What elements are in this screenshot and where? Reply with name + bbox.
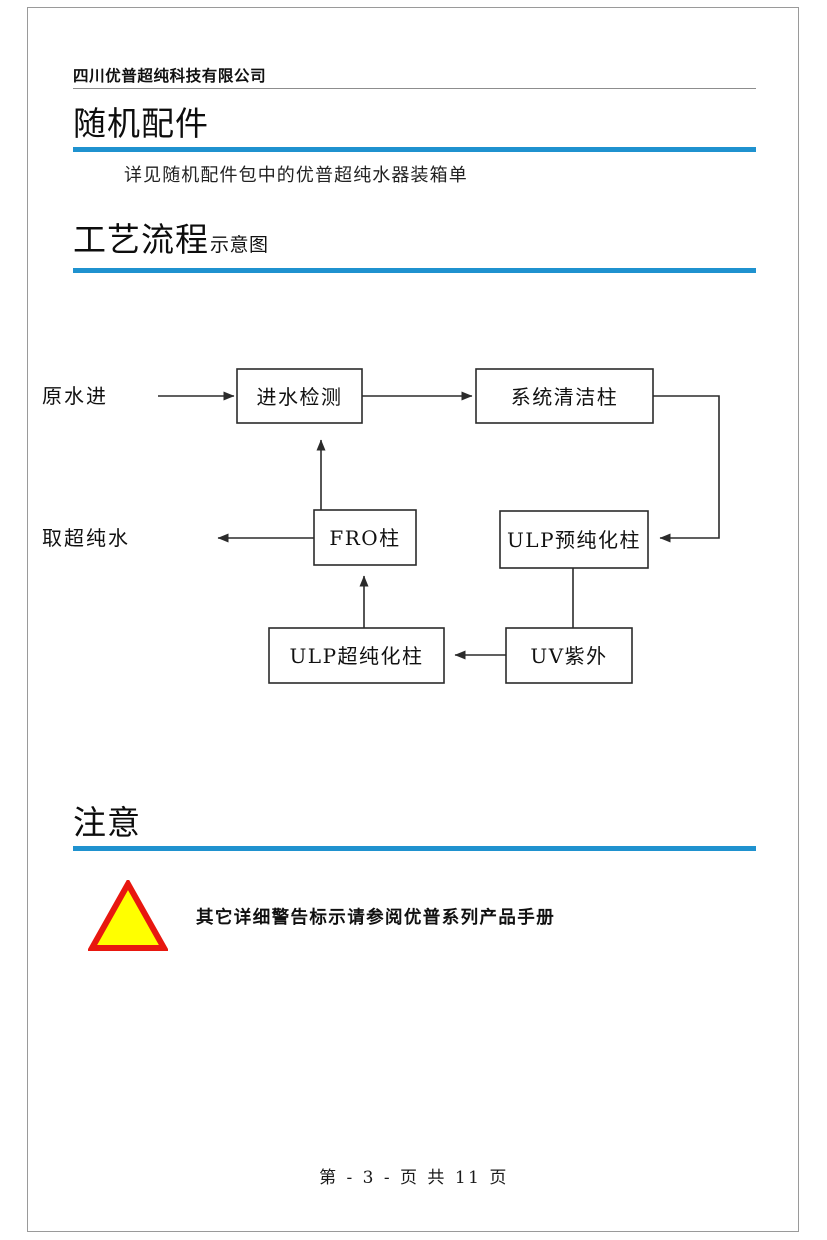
section-notice-rule bbox=[73, 846, 756, 851]
header-divider bbox=[73, 88, 756, 89]
flow-node-ulp-ultra: ULP超纯化柱 bbox=[268, 627, 445, 684]
section-process-rule bbox=[73, 268, 756, 273]
page-sheet: 四川优普超纯科技有限公司 随机配件 详见随机配件包中的优普超纯水器装箱单 工艺流… bbox=[27, 7, 799, 1232]
notice-text: 其它详细警告标示请参阅优普系列产品手册 bbox=[196, 907, 556, 928]
flow-node-ulp-ultra-label: ULP超纯化柱 bbox=[289, 644, 423, 668]
warning-triangle-icon bbox=[86, 877, 170, 952]
section-accessories-rule bbox=[73, 147, 756, 152]
flow-node-inlet-detect-label: 进水检测 bbox=[257, 385, 343, 409]
edge-clean-to-ulppre bbox=[653, 395, 720, 543]
company-name: 四川优普超纯科技有限公司 bbox=[73, 67, 267, 85]
section-notice: 注意 bbox=[73, 803, 756, 851]
section-process-title: 工艺流程 示意图 bbox=[73, 220, 756, 265]
flow-label-raw-water-in: 原水进 bbox=[42, 384, 108, 408]
flow-node-uv: UV紫外 bbox=[505, 627, 633, 684]
section-accessories-body: 详见随机配件包中的优普超纯水器装箱单 bbox=[124, 165, 468, 186]
section-accessories-title: 随机配件 bbox=[73, 104, 756, 144]
flow-node-system-clean: 系统清洁柱 bbox=[475, 368, 654, 424]
section-notice-title: 注意 bbox=[73, 803, 756, 843]
flow-node-uv-label: UV紫外 bbox=[530, 644, 607, 668]
process-flow-diagram: 进水检测 系统清洁柱 ULP预纯化柱 UV紫外 ULP超纯化柱 FRO柱 bbox=[28, 308, 800, 738]
flow-node-ulp-pre: ULP预纯化柱 bbox=[499, 510, 649, 569]
notice-row: 其它详细警告标示请参阅优普系列产品手册 bbox=[86, 877, 748, 952]
flow-node-fro-label: FRO柱 bbox=[329, 526, 400, 550]
flow-node-inlet-detect: 进水检测 bbox=[236, 368, 363, 424]
page-footer: 第 - 3 - 页 共 11 页 bbox=[319, 1168, 509, 1188]
flow-node-ulp-pre-label: ULP预纯化柱 bbox=[507, 528, 641, 552]
running-header: 四川优普超纯科技有限公司 bbox=[73, 66, 756, 89]
section-process-title-main: 工艺流程 bbox=[73, 220, 209, 259]
section-accessories: 随机配件 bbox=[73, 104, 756, 152]
section-process-subtitle: 示意图 bbox=[210, 234, 269, 256]
section-notice-title-main: 注意 bbox=[73, 803, 141, 842]
flow-label-take-ultrapure: 取超纯水 bbox=[42, 526, 130, 550]
flow-node-system-clean-label: 系统清洁柱 bbox=[511, 385, 619, 409]
flow-node-fro: FRO柱 bbox=[313, 509, 417, 566]
page-title: 随机配件 bbox=[73, 104, 209, 143]
section-process: 工艺流程 示意图 bbox=[73, 220, 756, 273]
